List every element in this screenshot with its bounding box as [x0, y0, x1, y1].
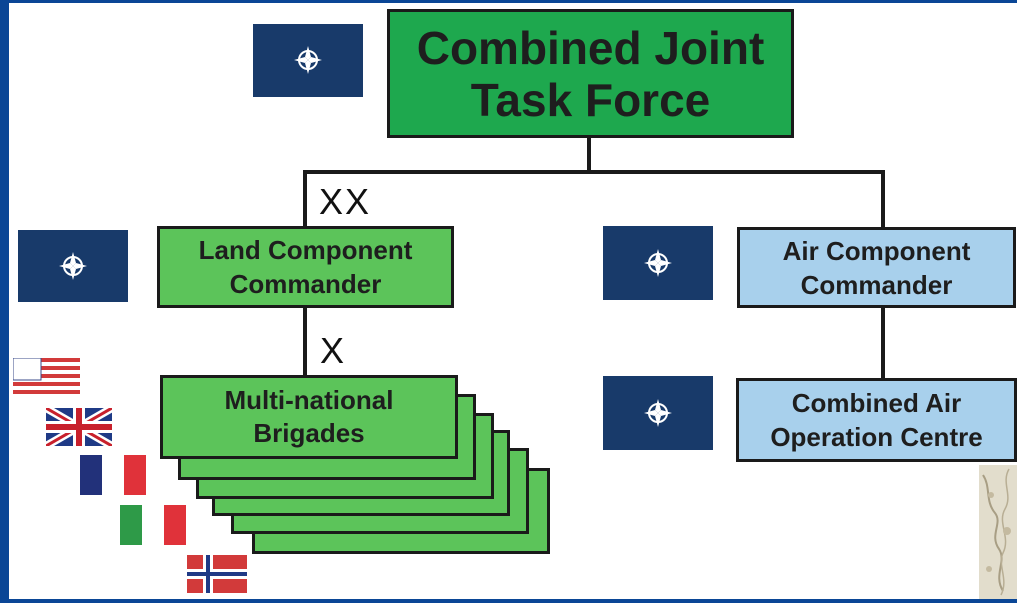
brigade-echelon-mark: X [320, 330, 347, 371]
norway-flag-icon [187, 555, 247, 593]
connector-to-air [881, 170, 885, 228]
connector-land-to-brigades [303, 308, 307, 376]
nato-flag-icon [603, 226, 713, 300]
nato-flag-icon [253, 24, 363, 97]
brigades-label-line1: Multi-national [224, 385, 394, 415]
cjtf-label-line2: Task Force [470, 73, 711, 126]
air-component-label-line2: Commander [800, 269, 953, 300]
connector-to-land [303, 170, 307, 227]
frame-border-left [0, 0, 9, 603]
cjtf-box: Combined Joint Task Force [387, 9, 794, 138]
connector-horizontal [303, 170, 885, 174]
land-component-label-line1: Land Component [198, 235, 413, 265]
caoc-label-line2: Operation Centre [770, 422, 983, 452]
air-component-label-line1: Air Component [782, 235, 971, 266]
cjtf-label-line1: Combined Joint [416, 21, 765, 74]
us-flag-icon [13, 358, 80, 398]
map-icon [979, 465, 1017, 599]
nato-flag-icon [18, 230, 128, 302]
multinational-brigades-box: Multi-national Brigades [160, 375, 458, 459]
division-echelon-mark: XX [319, 181, 372, 222]
nato-flag-icon [603, 376, 713, 450]
air-component-box: Air Component Commander [737, 227, 1016, 308]
brigades-label-line2: Brigades [253, 418, 365, 448]
caoc-label-line1: Combined Air [791, 388, 962, 418]
land-component-label-line2: Commander [229, 269, 382, 299]
caoc-box: Combined Air Operation Centre [736, 378, 1017, 462]
france-flag-icon [80, 455, 146, 495]
land-component-box: Land Component Commander [157, 226, 454, 308]
connector-cjtf-down [587, 138, 591, 173]
connector-air-to-caoc [881, 308, 885, 379]
frame-border-top [0, 0, 1017, 3]
uk-flag-icon [46, 408, 112, 446]
frame-border-bottom [0, 599, 1017, 603]
italy-flag-icon [120, 505, 186, 545]
